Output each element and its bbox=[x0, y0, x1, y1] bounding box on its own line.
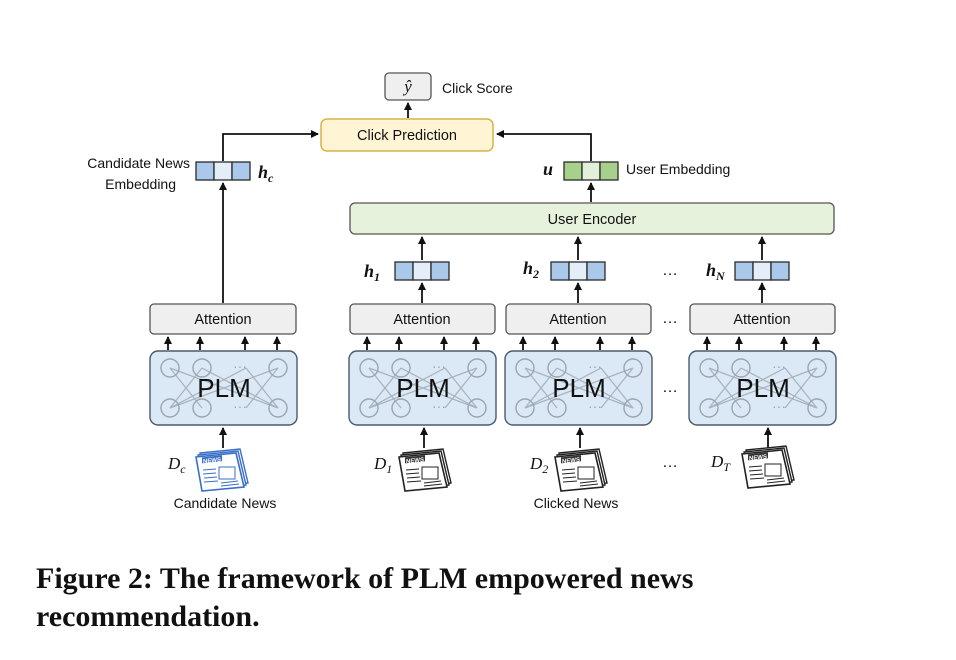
ellipsis-doc: … bbox=[662, 454, 678, 471]
user-encoder-box bbox=[349, 202, 835, 235]
clicked-news-icon-1 bbox=[398, 448, 452, 492]
user-embedding-symbol: u bbox=[543, 159, 553, 179]
candidate-plm-arrows bbox=[164, 336, 281, 350]
clicked-news-caption: Clicked News bbox=[534, 495, 619, 511]
candidate-doc-symbol: Dc bbox=[167, 454, 186, 476]
user-embedding-label: User Embedding bbox=[626, 161, 730, 177]
candidate-plm-box: PLM bbox=[149, 350, 298, 426]
candidate-attention-label: Attention bbox=[194, 312, 251, 328]
user-attention-n-label: Attention bbox=[733, 312, 790, 328]
click-score-label: Click Score bbox=[442, 80, 513, 96]
user-encoder-label: User Encoder bbox=[548, 212, 637, 228]
user-column-2: h2 Attention PLM D2 bbox=[504, 236, 653, 492]
user-embedding-vector bbox=[563, 161, 619, 181]
output-box bbox=[384, 72, 432, 101]
candidate-embedding-symbol: hc bbox=[258, 162, 274, 185]
user-column-n: hN Attention PLM DT bbox=[688, 236, 837, 489]
ellipsis-attention: … bbox=[662, 310, 678, 327]
candidate-news-caption: Candidate News bbox=[174, 495, 277, 511]
d1-symbol: D1 bbox=[373, 454, 392, 476]
candidate-attention-box bbox=[149, 303, 297, 335]
candidate-embedding-vector bbox=[195, 161, 251, 181]
hn-symbol: hN bbox=[706, 260, 726, 283]
output-symbol: ŷ bbox=[402, 77, 412, 96]
candidate-embedding-label-line1: Candidate News bbox=[87, 155, 190, 171]
h1-symbol: h1 bbox=[364, 261, 380, 284]
clicked-news-icon-n bbox=[741, 445, 795, 489]
figure-caption: Figure 2: The framework of PLM empowered… bbox=[36, 562, 694, 633]
user-plm-1-label: PLM bbox=[396, 373, 449, 403]
user-attention-2-label: Attention bbox=[549, 312, 606, 328]
candidate-embedding-label-line2: Embedding bbox=[105, 176, 176, 192]
user-column-1: h1 Attention PLM D1 bbox=[348, 236, 497, 492]
clicked-news-icon-2 bbox=[554, 448, 608, 492]
ellipsis-h: … bbox=[662, 262, 678, 279]
user-plm-n-label: PLM bbox=[736, 373, 789, 403]
candidate-plm-label: PLM bbox=[197, 373, 250, 403]
click-prediction-label: Click Prediction bbox=[357, 128, 457, 144]
candidate-news-icon bbox=[195, 448, 249, 492]
h2-symbol: h2 bbox=[523, 258, 539, 281]
d2-symbol: D2 bbox=[529, 454, 548, 476]
user-attention-1-label: Attention bbox=[393, 312, 450, 328]
click-prediction-box bbox=[320, 118, 494, 152]
user-plm-2-label: PLM bbox=[552, 373, 605, 403]
dt-symbol: DT bbox=[710, 452, 731, 474]
arrow-candidate-to-prediction bbox=[222, 130, 319, 161]
ellipsis-plm: … bbox=[662, 379, 678, 396]
arrow-user-to-prediction bbox=[496, 130, 592, 161]
